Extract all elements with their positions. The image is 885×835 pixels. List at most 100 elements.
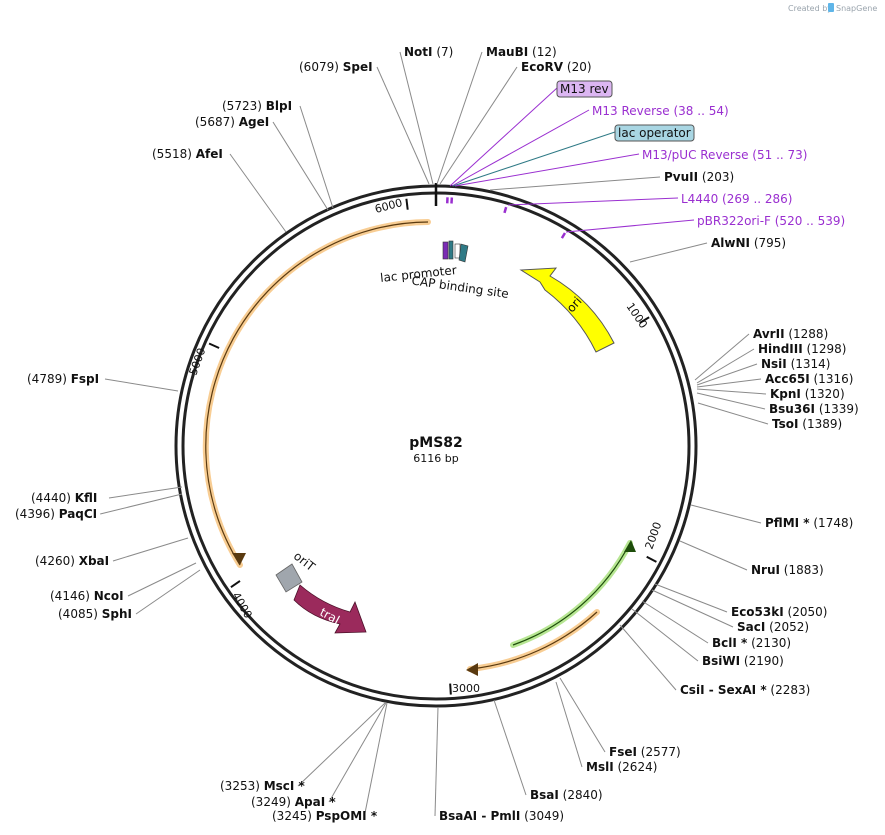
enzyme-label[interactable]: NotI (7) bbox=[404, 45, 453, 59]
enzyme-position: (1314) bbox=[787, 357, 831, 371]
enzyme-leader-line bbox=[399, 51, 434, 185]
enzyme-name: Bsu36I bbox=[769, 402, 815, 416]
primer-label[interactable]: M13 rev bbox=[560, 82, 609, 96]
enzyme-position: (4146) bbox=[50, 589, 94, 603]
enzyme-leader-line bbox=[696, 392, 766, 410]
enzyme-position: (6079) bbox=[299, 60, 343, 74]
primer-label[interactable]: M13/pUC Reverse (51 .. 73) bbox=[642, 148, 807, 162]
enzyme-leader-line bbox=[328, 702, 387, 803]
enzyme-name: BsiWI bbox=[702, 654, 740, 668]
enzyme-label[interactable]: EcoRV (20) bbox=[521, 60, 592, 74]
enzyme-label[interactable]: Acc65I (1316) bbox=[765, 372, 853, 386]
enzyme-label[interactable]: (4396) PaqCI bbox=[15, 507, 97, 521]
primer-leader-line bbox=[452, 131, 616, 187]
enzyme-label[interactable]: TsoI (1389) bbox=[772, 417, 842, 431]
enzyme-leader-line bbox=[696, 348, 755, 384]
enzyme-label[interactable]: Bsu36I (1339) bbox=[769, 402, 859, 416]
ruler-tick-3000 bbox=[449, 683, 452, 695]
orf-arc-bottom bbox=[469, 611, 598, 670]
enzyme-leader-line bbox=[108, 486, 183, 499]
ruler-tick-1000 bbox=[639, 316, 650, 324]
enzyme-label[interactable]: KpnI (1320) bbox=[770, 387, 845, 401]
primer-leader-line bbox=[507, 197, 679, 206]
enzyme-label[interactable]: BclI * (2130) bbox=[712, 636, 791, 650]
ruler-tick-6000 bbox=[405, 198, 409, 210]
enzyme-label[interactable]: (3253) MscI * bbox=[220, 779, 306, 793]
enzyme-label[interactable]: (4146) NcoI bbox=[50, 589, 124, 603]
enzyme-name: FseI bbox=[609, 745, 637, 759]
snapgene-credit: Created by SnapGene bbox=[788, 3, 877, 13]
orf-arc-bottom-head-icon bbox=[466, 663, 478, 676]
ruler-tick-label: 3000 bbox=[452, 682, 480, 695]
enzyme-label[interactable]: HindIII (1298) bbox=[758, 342, 846, 356]
ruler-tick-label: 4000 bbox=[229, 590, 254, 621]
enzyme-name: KflI bbox=[75, 491, 98, 505]
enzyme-leader-line bbox=[436, 51, 483, 185]
enzyme-position: (5723) bbox=[222, 99, 266, 113]
enzyme-label[interactable]: NruI (1883) bbox=[751, 563, 824, 577]
enzyme-name: AvrII bbox=[753, 327, 785, 341]
enzyme-leader-line bbox=[641, 600, 709, 644]
primer-label[interactable]: M13 Reverse (38 .. 54) bbox=[592, 104, 729, 118]
primer-label[interactable]: pBR322ori-F (520 .. 539) bbox=[697, 214, 845, 228]
labels: NotI (7)MauBI (12)EcoRV (20)(6079) SpeI(… bbox=[15, 45, 859, 823]
enzyme-label[interactable]: (6079) SpeI bbox=[299, 60, 373, 74]
enzyme-label[interactable]: FseI (2577) bbox=[609, 745, 681, 759]
enzyme-label[interactable]: (3245) PspOMI * bbox=[272, 809, 378, 823]
enzyme-leader-line bbox=[696, 388, 767, 395]
traj-arrow-icon bbox=[293, 584, 367, 634]
primer-label[interactable]: lac operator bbox=[618, 126, 691, 140]
enzyme-leader-line bbox=[631, 608, 699, 662]
enzyme-label[interactable]: AvrII (1288) bbox=[753, 327, 828, 341]
enzyme-label[interactable]: MauBI (12) bbox=[486, 45, 557, 59]
enzyme-name: MauBI bbox=[486, 45, 528, 59]
enzyme-label[interactable]: (4440) KflI bbox=[31, 491, 97, 505]
enzyme-name: PaqCI bbox=[59, 507, 97, 521]
enzyme-label[interactable]: Eco53kI (2050) bbox=[731, 605, 827, 619]
enzyme-position: (203) bbox=[698, 170, 734, 184]
enzyme-leader-line bbox=[100, 493, 183, 515]
lac-feature-purple-icon bbox=[442, 241, 449, 260]
enzyme-leader-line bbox=[489, 176, 661, 191]
enzyme-position: (2624) bbox=[614, 760, 658, 774]
enzyme-label[interactable]: (4085) SphI bbox=[58, 607, 132, 621]
enzyme-position: (3245) bbox=[272, 809, 316, 823]
enzyme-label[interactable]: PflMI * (1748) bbox=[765, 516, 853, 530]
enzyme-label[interactable]: SacI (2052) bbox=[737, 620, 809, 634]
enzyme-label[interactable]: (3249) ApaI * bbox=[251, 795, 336, 809]
enzyme-name: AgeI bbox=[239, 115, 269, 129]
enzyme-label[interactable]: CsiI - SexAI * (2283) bbox=[680, 683, 810, 697]
enzyme-name: MslI bbox=[586, 760, 614, 774]
enzyme-label[interactable]: (4789) FspI bbox=[27, 372, 99, 386]
plasmid-name: pMS82 bbox=[409, 435, 463, 451]
enzyme-leader-line bbox=[127, 562, 197, 597]
enzyme-label[interactable]: NsiI (1314) bbox=[761, 357, 830, 371]
cap-site-label: CAP binding site bbox=[411, 273, 510, 300]
enzyme-label[interactable]: BsaI (2840) bbox=[530, 788, 603, 802]
enzyme-position: (3253) bbox=[220, 779, 264, 793]
enzyme-position: (1298) bbox=[803, 342, 847, 356]
ori-feature: ori bbox=[519, 267, 615, 353]
enzyme-label[interactable]: BsaAI - PmlI (3049) bbox=[439, 809, 564, 823]
enzyme-position: (5687) bbox=[195, 115, 239, 129]
enzyme-leader-line bbox=[297, 702, 386, 787]
enzyme-name: Eco53kI bbox=[731, 605, 784, 619]
enzyme-position: (20) bbox=[563, 60, 591, 74]
primer-label[interactable]: L4440 (269 .. 286) bbox=[681, 192, 792, 206]
enzyme-position: (2840) bbox=[559, 788, 603, 802]
enzyme-position: (4440) bbox=[31, 491, 75, 505]
enzyme-label[interactable]: (5687) AgeI bbox=[195, 115, 269, 129]
enzyme-label[interactable]: (5518) AfeI bbox=[152, 147, 223, 161]
enzyme-name: NsiI bbox=[761, 357, 787, 371]
ruler-tick-label: 2000 bbox=[643, 520, 665, 551]
enzyme-label[interactable]: MslI (2624) bbox=[586, 760, 657, 774]
enzyme-leader-line bbox=[363, 702, 388, 817]
enzyme-label[interactable]: (5723) BlpI bbox=[222, 99, 292, 113]
enzyme-leader-line bbox=[229, 153, 287, 233]
enzyme-position: (1389) bbox=[798, 417, 842, 431]
enzyme-label[interactable]: AlwNI (795) bbox=[711, 236, 786, 250]
enzyme-label[interactable]: BsiWI (2190) bbox=[702, 654, 784, 668]
enzyme-label[interactable]: PvuII (203) bbox=[664, 170, 734, 184]
enzyme-position: (1748) bbox=[810, 516, 854, 530]
enzyme-label[interactable]: (4260) XbaI bbox=[35, 554, 109, 568]
